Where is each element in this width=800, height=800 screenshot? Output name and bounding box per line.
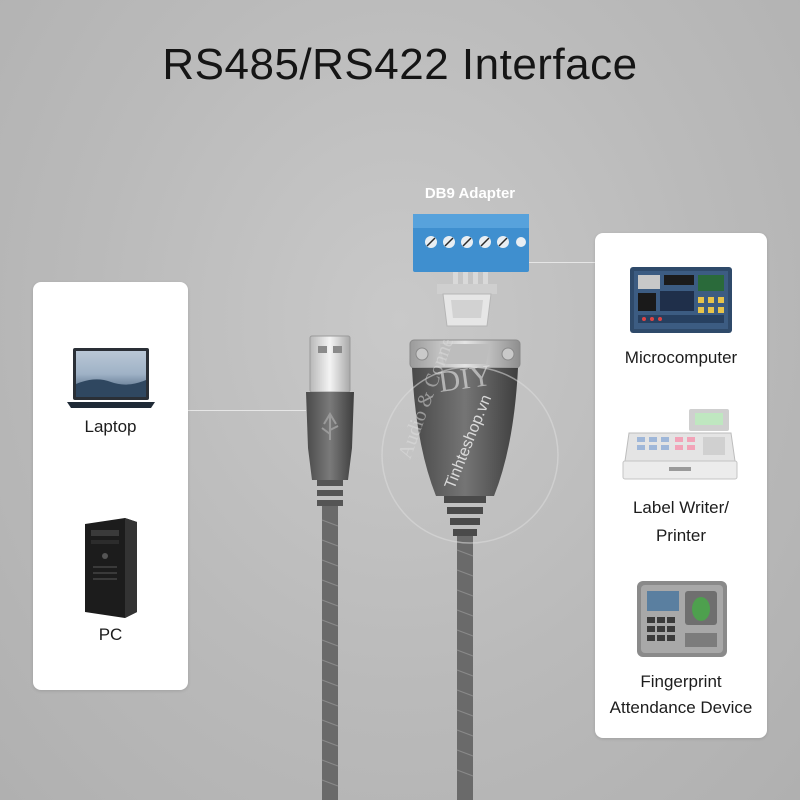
db9-male-connector — [400, 336, 530, 800]
watermark: DIY Tinhteshop.vn Audio & Connector — [370, 340, 570, 570]
db9-terminal-adapter — [405, 210, 535, 330]
host-devices-card: Laptop PC — [33, 282, 188, 690]
fingerprint-terminal-icon — [635, 579, 729, 659]
laptop-icon — [65, 346, 157, 412]
laptop-label: Laptop — [84, 417, 137, 436]
attendance-device-label: Attendance Device — [609, 698, 753, 717]
microcomputer-label: Microcomputer — [624, 348, 738, 367]
desktop-tower-icon — [81, 516, 141, 620]
usb-a-connector — [290, 330, 370, 800]
laptop-connector-line — [188, 410, 306, 411]
cash-register-icon — [619, 403, 741, 483]
fingerprint-label: Fingerprint — [640, 672, 722, 691]
serial-devices-card: Microcomputer Label Writer/ Print — [595, 233, 767, 738]
watermark-site: Tinhteshop.vn — [442, 392, 495, 491]
printer-label: Printer — [655, 526, 707, 545]
adapter-connector-line — [528, 262, 595, 263]
pc-label: PC — [98, 625, 123, 644]
db9-adapter-label: DB9 Adapter — [424, 185, 516, 202]
circuit-board-icon — [628, 263, 734, 337]
label-writer-label: Label Writer/ — [632, 498, 730, 517]
page-title: RS485/RS422 Interface — [162, 40, 638, 89]
watermark-diy: DIY — [436, 359, 493, 399]
